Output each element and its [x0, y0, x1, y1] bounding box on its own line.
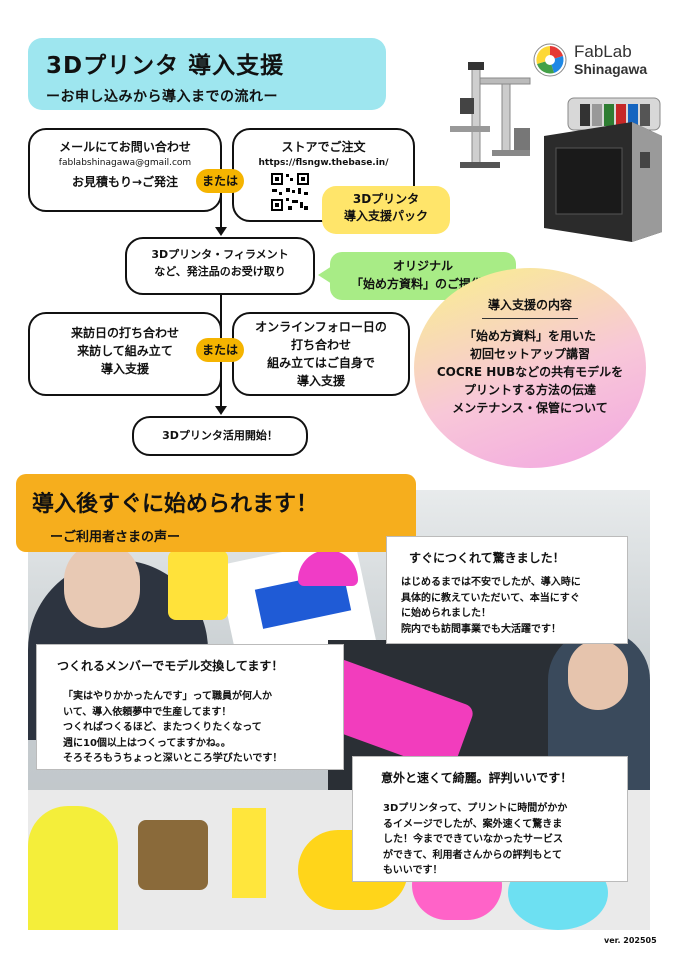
original-line1: オリジナル	[392, 259, 453, 273]
testimonials-header: 導入後すぐに始められます！ ーご利用者さまの声ー	[16, 474, 416, 552]
testimonial-line: いて、導入依頼夢中で生産してます！	[63, 706, 232, 718]
support-items: 「始め方資料」を用いた 初回セットアップ講習 COCRE HUBなどの共有モデル…	[414, 327, 646, 417]
testimonial-line: に始められました！	[401, 608, 491, 619]
page-subtitle: ーお申し込みから導入までの流れー	[46, 89, 278, 105]
testimonial-line: そろそろもうちょっと深いところ学びたいです！	[63, 753, 283, 764]
fablab-logo: FabLab Shinagawa	[532, 40, 662, 84]
photo-face-right	[568, 640, 628, 710]
testimonial-card-3: 意外と速くて綺麗。評判いいです！ 3Dプリンタって、プリントに時間がかか るイメ…	[352, 756, 628, 882]
printer-enclosed-image	[544, 97, 662, 242]
testimonial-body: 3Dプリンタって、プリントに時間がかか るイメージでしたが、案外速くて驚きま し…	[383, 801, 623, 879]
photo-yellow-bar	[232, 808, 266, 898]
store-url[interactable]: https://flsngw.thebase.in/	[258, 158, 389, 168]
support-item: 初回セットアップ講習	[469, 347, 590, 361]
testimonial-card-2: つくれるメンバーでモデル交換してます！ 「実はやりかかったんです」って職員が何人…	[36, 644, 344, 770]
photo-brown-part	[138, 820, 208, 890]
testimonial-body: はじめるまでは不安でしたが、導入時に 具体的に教えていただいて、本当にすぐ に始…	[401, 575, 621, 637]
testimonial-title: すぐにつくれて驚きました！	[409, 551, 565, 565]
testimonial-line: 「実はやりかかったんです」って職員が何人か	[63, 691, 272, 702]
support-item: 「始め方資料」を用いた	[463, 329, 596, 343]
testimonial-body: 「実はやりかかったんです」って職員が何人か いて、導入依頼夢中で生産してます！ …	[63, 689, 339, 767]
logo-text-shinagawa: Shinagawa	[574, 61, 648, 77]
page-title: 3Dプリンタ 導入支援	[46, 53, 285, 79]
store-title: ストアでご注文	[281, 140, 366, 154]
testimonial-line: はじめるまでは不安でしたが、導入時に	[401, 577, 581, 588]
testimonial-line: ができて、利用者さんからの評判もとて	[383, 849, 562, 861]
testimonials-subtitle: ーご利用者さまの声ー	[50, 530, 181, 545]
start-box: 3Dプリンタ活用開始！	[132, 416, 308, 456]
visit-line2: 来訪して組み立て	[77, 344, 173, 358]
support-content-circle: 導入支援の内容 「始め方資料」を用いた 初回セットアップ講習 COCRE HUB…	[414, 268, 646, 468]
support-pack-badge: 3Dプリンタ 導入支援パック	[322, 186, 450, 234]
visit-line3: 導入支援	[100, 362, 149, 376]
support-divider	[482, 318, 578, 319]
testimonial-card-1: すぐにつくれて驚きました！ はじめるまでは不安でしたが、導入時に 具体的に教えて…	[386, 536, 628, 644]
testimonial-line: した！今までできていなかったサービス	[383, 834, 563, 845]
logo-mark-icon	[533, 43, 567, 77]
receive-line1: 3Dプリンタ・フィラメント	[151, 248, 289, 261]
arrow-1-head	[215, 227, 227, 236]
title-box: 3Dプリンタ 導入支援 ーお申し込みから導入までの流れー	[28, 38, 386, 110]
printer-gantry-image	[450, 62, 531, 168]
online-line1: オンラインフォロー日の	[255, 320, 387, 334]
testimonial-line: 院内でも訪問事業でも大活躍です！	[401, 623, 561, 635]
start-label: 3Dプリンタ活用開始！	[162, 429, 278, 442]
testimonial-line: 具体的に教えていただいて、本当にすぐ	[401, 592, 580, 604]
testimonial-title: つくれるメンバーでモデル交換してます！	[57, 659, 284, 673]
or-badge-2: または	[196, 338, 244, 362]
email-address[interactable]: fablabshinagawa@gmail.com	[58, 158, 192, 168]
testimonial-line: 3Dプリンタって、プリントに時間がかか	[383, 803, 568, 814]
testimonials-title: 導入後すぐに始められます！	[32, 492, 319, 517]
pack-line2: 導入支援パック	[343, 209, 428, 224]
support-item: プリントする方法の伝達	[463, 383, 596, 397]
visit-box: 来訪日の打ち合わせ 来訪して組み立て 導入支援	[28, 312, 222, 396]
qr-code-icon	[270, 172, 310, 212]
support-title: 導入支援の内容	[487, 298, 572, 312]
original-pointer	[318, 266, 332, 284]
testimonial-line: るイメージでしたが、案外速くて驚きま	[383, 818, 563, 830]
receive-box: 3Dプリンタ・フィラメント など、発注品のお受け取り	[125, 237, 315, 295]
arrow-2-line	[220, 295, 222, 335]
testimonial-line: もいいです！	[383, 865, 443, 876]
testimonial-line: 週に10個以上はつくってますかね。。	[63, 737, 231, 749]
visit-line1: 来訪日の打ち合わせ	[70, 326, 179, 340]
version-label: ver. 202505	[604, 936, 657, 945]
arrow-3-head	[215, 406, 227, 415]
photo-yellow-curve	[28, 806, 118, 930]
arrow-3-line	[220, 362, 222, 408]
photo-face-left	[64, 542, 140, 628]
arrow-1-line	[220, 193, 222, 227]
logo-text-fablab: FabLab	[574, 42, 632, 61]
photo-yellow-part	[168, 550, 228, 620]
support-item: メンテナンス・保管について	[452, 401, 608, 415]
testimonial-line: つくればつくるほど、またつくりたくなって	[63, 722, 262, 733]
online-line2: 打ち合わせ	[290, 338, 351, 352]
testimonial-title: 意外と速くて綺麗。評判いいです！	[381, 771, 573, 785]
receive-line2: など、発注品のお受け取り	[154, 264, 286, 278]
or-badge-1: または	[196, 169, 244, 193]
support-item: COCRE HUBなどの共有モデルを	[436, 365, 624, 379]
email-note: お見積もり→ご発注	[71, 175, 179, 190]
email-inquiry-box: メールにてお問い合わせ fablabshinagawa@gmail.com お見…	[28, 128, 222, 212]
online-line4: 導入支援	[296, 374, 345, 388]
pack-line1: 3Dプリンタ	[352, 192, 420, 206]
online-box: オンラインフォロー日の 打ち合わせ 組み立てはご自身で 導入支援	[232, 312, 410, 396]
email-title: メールにてお問い合わせ	[59, 140, 191, 154]
online-line3: 組み立てはご自身で	[267, 356, 375, 370]
